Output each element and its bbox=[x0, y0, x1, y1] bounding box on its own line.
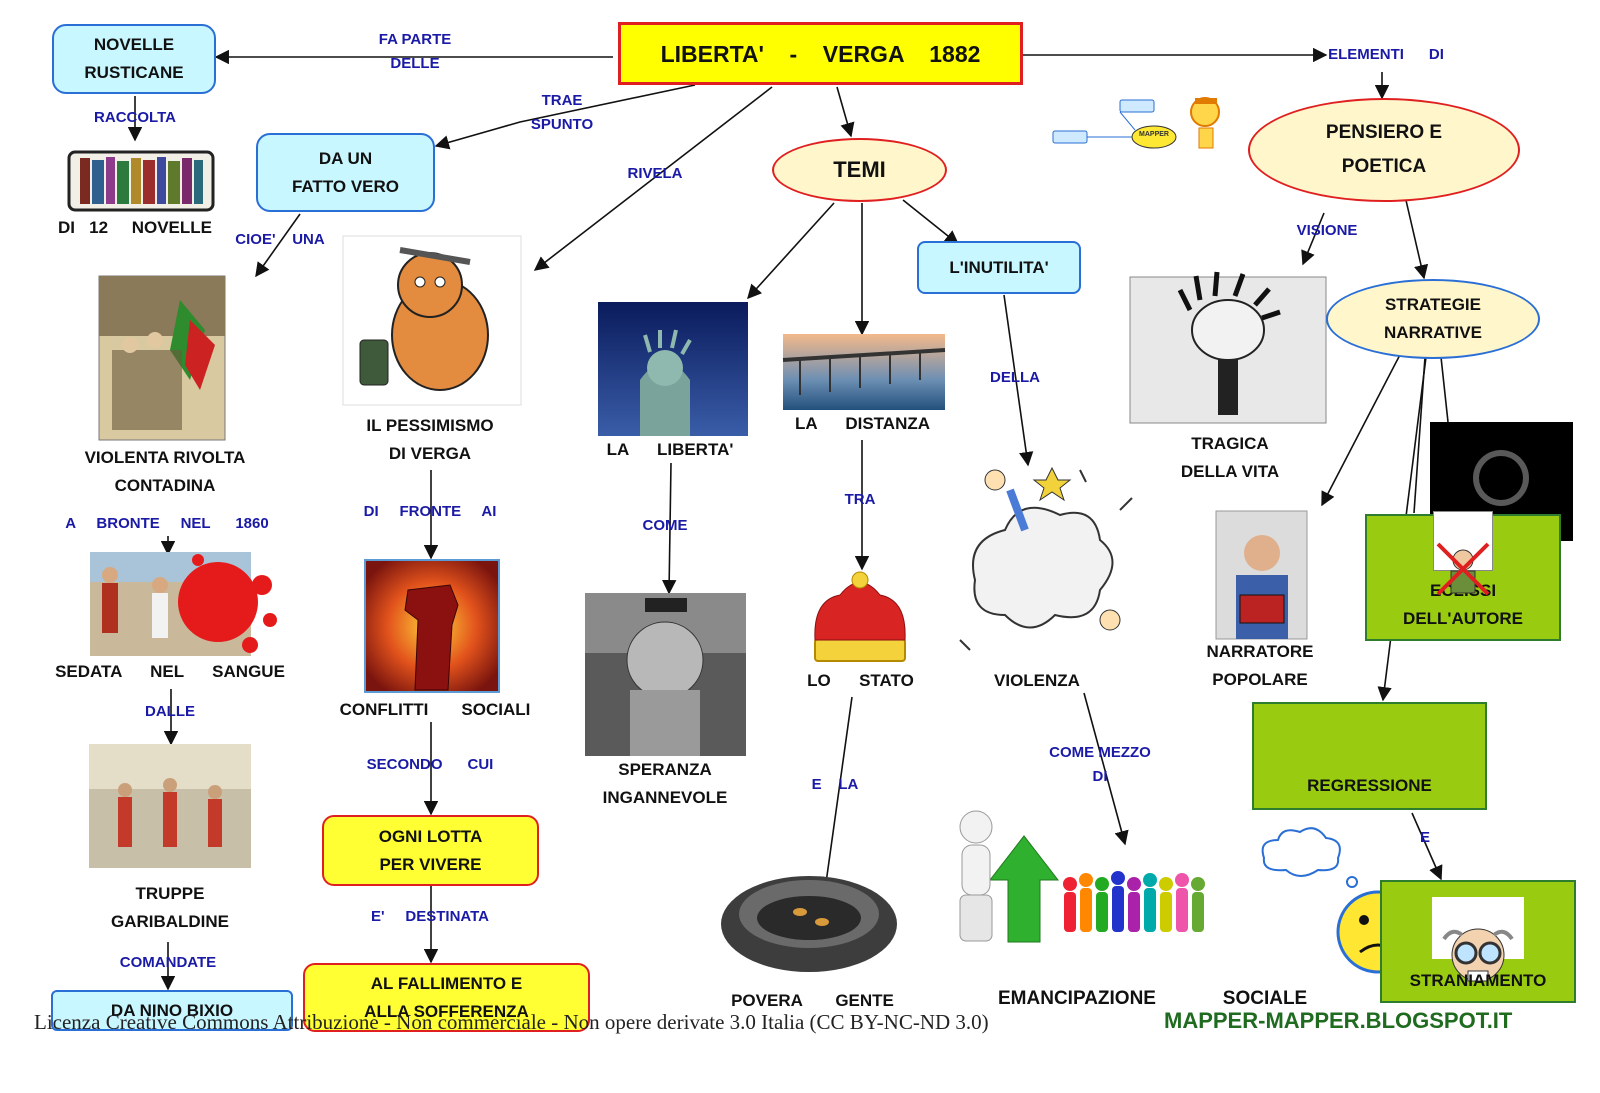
inutilita-node: L'INUTILITA' bbox=[917, 241, 1081, 294]
link-rivela: RIVELA bbox=[627, 165, 683, 182]
crossed-author-icon bbox=[1433, 511, 1493, 596]
temi-node: TEMI bbox=[772, 138, 947, 202]
povera-gente-caption: POVERA GENTE bbox=[731, 991, 894, 1010]
link-e-la: E LA bbox=[811, 776, 859, 793]
ogni-lotta-node: OGNI LOTTA PER VIVERE bbox=[322, 815, 539, 886]
tragica-caption: TRAGICA DELLA VITA bbox=[1180, 434, 1280, 481]
crown-icon bbox=[814, 571, 906, 662]
truppe-caption: TRUPPE GARIBALDINE bbox=[110, 884, 230, 931]
link-cioe-una: CIOE' UNA bbox=[235, 231, 325, 248]
bridge-photo bbox=[782, 334, 946, 410]
revolt-painting bbox=[98, 275, 226, 441]
link-fa-parte: FA PARTE DELLE bbox=[378, 31, 452, 72]
fight-cloud-cartoon bbox=[959, 466, 1133, 651]
license-footer: Licenza Creative Commons Attribuzione - … bbox=[34, 1010, 989, 1034]
mapper-logo-text: MAPPER bbox=[1139, 131, 1169, 138]
link-raccolta: RACCOLTA bbox=[94, 109, 176, 126]
link-tra: TRA bbox=[844, 491, 876, 508]
conflitti-caption: CONFLITTI SOCIALI bbox=[339, 700, 531, 719]
blog-link[interactable]: MAPPER-MAPPER.BLOGSPOT.IT bbox=[1164, 1008, 1513, 1033]
begging-hat-illustration bbox=[721, 876, 897, 972]
violenza-caption: VIOLENZA bbox=[994, 671, 1080, 690]
raised-fist-poster bbox=[364, 559, 500, 693]
narratore-caption: NARRATORE POPOLARE bbox=[1206, 642, 1314, 689]
link-trae-spunto: TRAE SPUNTO bbox=[530, 92, 594, 133]
link-come-mezzo-di: COME MEZZO DI bbox=[1049, 744, 1151, 785]
link-secondo-cui: SECONDO CUI bbox=[366, 756, 494, 773]
distanza-caption: LA DISTANZA bbox=[794, 414, 931, 433]
fallimento-node: AL FALLIMENTO E ALLA SOFFERENZA bbox=[303, 963, 590, 1032]
emancipazione-caption: EMANCIPAZIONE bbox=[998, 988, 1156, 1009]
link-di-fronte-ai: DI FRONTE AI bbox=[363, 503, 497, 520]
mapper-logo bbox=[1052, 97, 1220, 149]
link-comandate: COMANDATE bbox=[119, 954, 217, 971]
straniamento-label: STRANIAMENTO bbox=[1409, 971, 1547, 990]
link-a-bronte: A BRONTE NEL 1860 bbox=[65, 515, 269, 532]
regressione-node: REGRESSIONE bbox=[1252, 702, 1487, 810]
goggles-scientist-icon bbox=[1432, 897, 1524, 982]
tragic-figure-image bbox=[1129, 271, 1327, 424]
sedata-caption: SEDATA NEL SANGUE bbox=[55, 662, 285, 681]
pessimism-cartoon bbox=[342, 235, 522, 406]
link-come: COME bbox=[642, 517, 688, 534]
link-elementi-di: ELEMENTI DI bbox=[1328, 46, 1444, 63]
sociale-caption: SOCIALE bbox=[1222, 988, 1308, 1009]
dodici-novelle-caption: DI 12 NOVELLE bbox=[58, 218, 212, 237]
statue-of-liberty-photo bbox=[598, 302, 748, 436]
speranza-caption: SPERANZA INGANNEVOLE bbox=[602, 760, 728, 807]
link-destinata: E' DESTINATA bbox=[370, 908, 489, 925]
strategie-narrative-node: STRATEGIE NARRATIVE bbox=[1326, 279, 1540, 359]
novelle-rusticane-node: NOVELLE RUSTICANE bbox=[52, 24, 216, 94]
growth-arrow-figure bbox=[959, 810, 1060, 943]
garibaldine-troops-painting bbox=[89, 744, 251, 868]
link-visione: VISIONE bbox=[1296, 222, 1358, 239]
link-dalle: DALLE bbox=[145, 703, 195, 720]
straniamento-node: STRANIAMENTO bbox=[1380, 880, 1576, 1003]
stato-caption: LO STATO bbox=[807, 671, 914, 690]
pessimismo-caption: IL PESSIMISMO DI VERGA bbox=[366, 416, 494, 463]
link-e: E bbox=[1419, 829, 1430, 846]
fatto-vero-node: DA UN FATTO VERO bbox=[256, 133, 435, 212]
popular-narrator-photo bbox=[1215, 510, 1308, 640]
colorful-crowd-icon bbox=[1063, 871, 1205, 932]
pensiero-poetica-node: PENSIERO E POETICA bbox=[1248, 98, 1520, 202]
connector-lines bbox=[1413, 356, 1449, 514]
connector-arrows bbox=[127, 47, 1443, 991]
bookshelf-illustration bbox=[67, 150, 215, 212]
rivolta-caption: VIOLENTA RIVOLTA CONTADINA bbox=[84, 448, 246, 495]
liberta-caption: LA LIBERTA' bbox=[606, 440, 734, 459]
title-node: LIBERTA' - VERGA 1882 bbox=[618, 22, 1023, 85]
link-della: DELLA bbox=[990, 369, 1040, 386]
thought-cloud-icon bbox=[1261, 827, 1358, 888]
weeping-statue-image bbox=[585, 593, 746, 756]
bronte-scene bbox=[90, 552, 277, 656]
nino-bixio-node: DA NINO BIXIO bbox=[51, 990, 293, 1031]
eclissi-autore-node: ECLISSI DELL'AUTORE bbox=[1365, 511, 1561, 641]
